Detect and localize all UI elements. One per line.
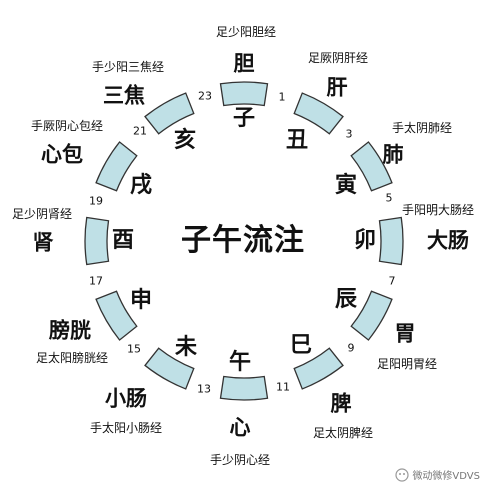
meridian-sanjiao: 手少阳三焦经: [91, 60, 165, 74]
ring-segment-chou: [293, 92, 344, 135]
meridian-large-intestine: 手阳明大肠经: [401, 203, 475, 217]
organ-gallbladder: 胆: [233, 51, 255, 76]
ring-segment-mao: [378, 216, 404, 266]
ring-segment-chen: [350, 290, 393, 341]
branch-chou: 丑: [285, 128, 309, 153]
hour-mark-13: 13: [197, 382, 211, 396]
ring-segment-si: [293, 347, 344, 390]
organ-spleen: 脾: [330, 391, 352, 416]
branch-shen: 申: [129, 288, 153, 313]
ring-segment-zi: [219, 81, 269, 107]
organ-bladder: 膀胱: [49, 318, 91, 343]
branch-zi: 子: [232, 106, 256, 131]
organ-large-intestine: 大肠: [427, 228, 469, 253]
branch-yin: 寅: [334, 173, 358, 198]
organ-lung: 肺: [382, 142, 404, 167]
hour-mark-21: 21: [133, 124, 147, 138]
hour-mark-9: 9: [347, 341, 355, 355]
ring-segment-you: [84, 216, 110, 266]
ring-segment-yin: [350, 141, 393, 192]
ring-segment-wu: [219, 375, 269, 401]
meridian-bladder: 足太阳膀胱经: [35, 351, 109, 365]
meridian-heart: 手少阴心经: [209, 453, 271, 467]
organ-small-intestine: 小肠: [105, 386, 147, 411]
hour-mark-11: 11: [276, 380, 290, 394]
diagram-title: 子午流注: [181, 223, 305, 258]
organ-heart: 心: [229, 415, 251, 440]
meridian-spleen: 足太阴脾经: [312, 426, 374, 440]
ring-segment-xu: [95, 141, 138, 192]
branch-chen: 辰: [334, 287, 358, 312]
hour-mark-1: 1: [278, 90, 286, 104]
watermark-logo-icon: [395, 467, 410, 482]
branch-si: 巳: [289, 333, 313, 358]
hour-mark-19: 19: [89, 194, 103, 208]
meridian-small-intestine: 手太阳小肠经: [89, 421, 163, 435]
organ-kidney: 肾: [32, 230, 54, 255]
hour-mark-5: 5: [385, 191, 393, 205]
meridian-pericardium: 手厥阴心包经: [30, 119, 104, 133]
ring-segment-hai: [144, 92, 195, 135]
meridian-lung: 手太阴肺经: [391, 121, 453, 135]
meridian-gallbladder: 足少阳胆经: [215, 25, 277, 39]
hour-mark-7: 7: [388, 274, 396, 288]
hour-mark-3: 3: [345, 127, 353, 141]
meridian-liver: 足厥阴肝经: [307, 51, 369, 65]
organ-stomach: 胃: [394, 321, 416, 346]
watermark: 微动微修VDVS: [395, 467, 480, 482]
branch-wei: 未: [174, 335, 198, 360]
organ-sanjiao: 三焦: [103, 83, 145, 108]
watermark-text: 微动微修VDVS: [412, 471, 480, 482]
branch-hai: 亥: [173, 128, 197, 153]
branch-wu: 午: [228, 350, 252, 375]
hour-mark-17: 17: [89, 274, 103, 288]
meridian-kidney: 足少阴肾经: [11, 207, 73, 221]
hour-mark-15: 15: [127, 342, 141, 356]
hour-mark-23: 23: [198, 89, 212, 103]
meridian-stomach: 足阳明胃经: [376, 357, 438, 371]
organ-liver: 肝: [326, 75, 348, 100]
organ-pericardium: 心包: [41, 142, 83, 167]
ring-segment-shen: [95, 290, 138, 341]
ring-segment-wei: [144, 347, 195, 390]
branch-mao: 卯: [353, 228, 377, 253]
branch-you: 酉: [111, 228, 135, 253]
branch-xu: 戌: [129, 173, 153, 198]
